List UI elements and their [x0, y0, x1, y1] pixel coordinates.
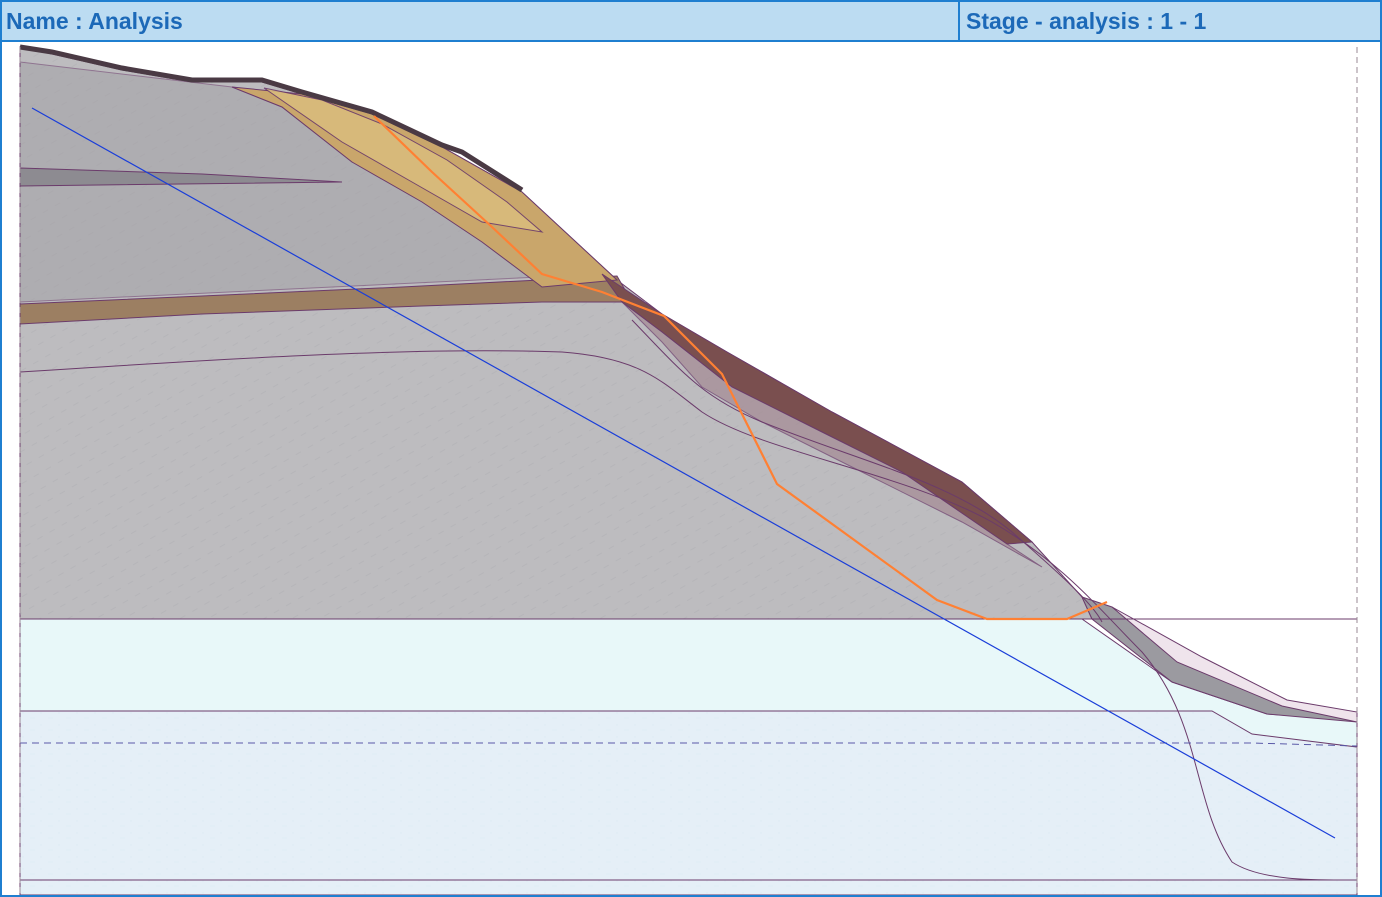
header-bar: Name : Analysis Stage - analysis : 1 - 1	[2, 2, 1380, 42]
slip-surface	[373, 115, 1108, 621]
soil-layer-tan-inner	[263, 87, 544, 233]
soil-layer-pinkish-under	[621, 301, 1043, 568]
surface-crust	[19, 44, 524, 193]
header-divider	[958, 2, 960, 40]
reference-line	[31, 107, 1336, 839]
boundary-curve-1	[19, 350, 1358, 881]
boundary-curve-2	[631, 319, 1103, 623]
analysis-name-label: Name : Analysis	[6, 8, 183, 34]
stage-analysis-label: Stage - analysis : 1 - 1	[966, 8, 1207, 34]
slope-cross-section	[19, 44, 1358, 895]
soil-layer-cyan	[19, 618, 1358, 748]
water-table-line	[20, 742, 1358, 747]
soil-layer-brown-band	[19, 275, 633, 325]
